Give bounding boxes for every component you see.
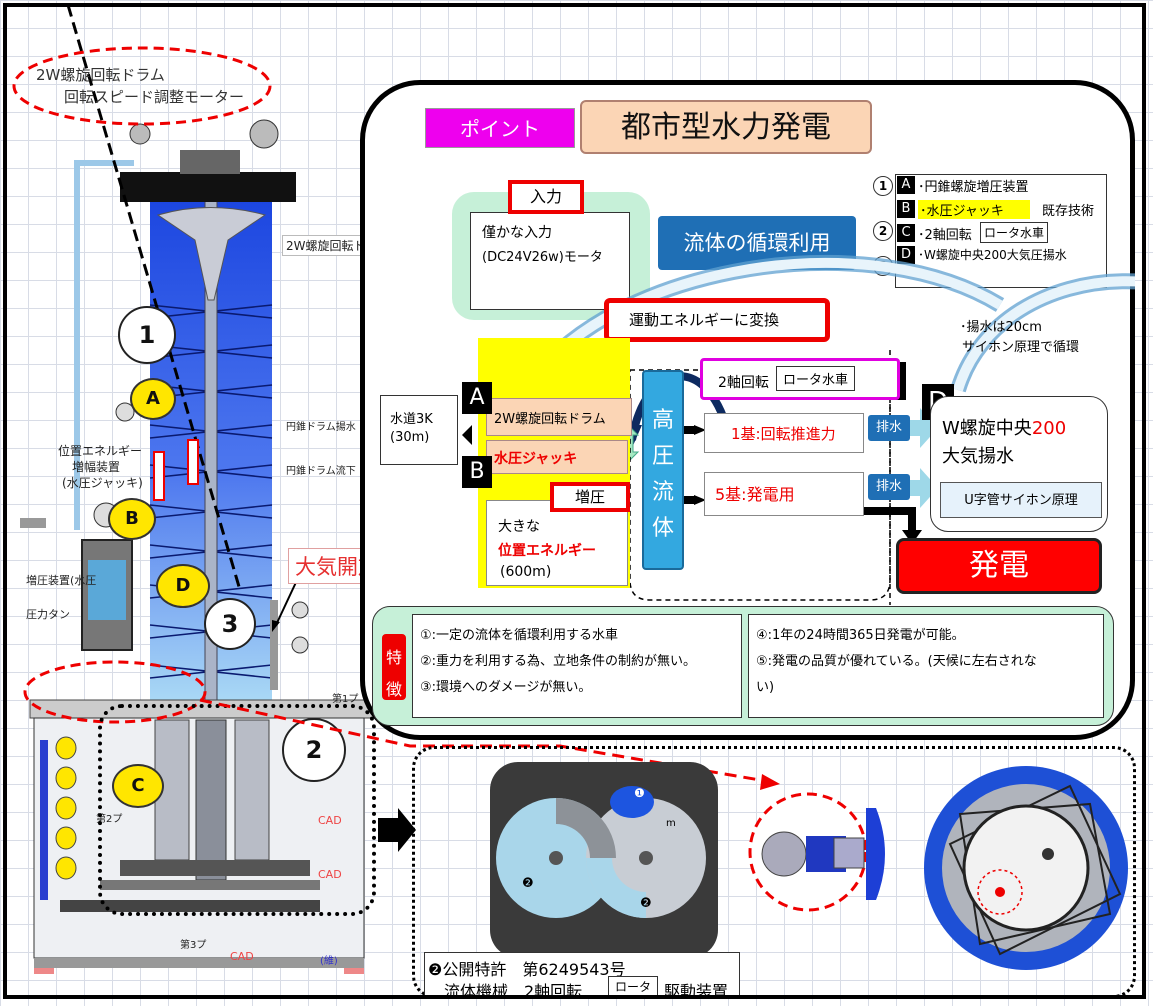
pressure-tag: 増圧: [550, 482, 630, 512]
hp-char-3: 流: [652, 480, 675, 505]
rotor-m: m: [666, 818, 676, 829]
legend-extra-c: ロータ水車: [980, 222, 1049, 243]
w-spiral-text: W螺旋中央: [942, 418, 1032, 439]
marker-b: B: [108, 498, 156, 540]
legend-num-2: 2: [873, 221, 893, 241]
marker-c: C: [112, 764, 164, 808]
siphon-note-1: ･揚水は20cm: [960, 320, 1042, 335]
big-energy-3: (600m): [500, 564, 552, 580]
feature-5-cont: い): [756, 680, 775, 695]
cad-label-1: CAD: [318, 814, 342, 827]
jack-box-label: 水圧ジャッキ: [494, 451, 578, 467]
drum-box-label: 2W螺旋回転ドラム: [494, 412, 606, 427]
pump-label-1: 増圧装置(水圧: [26, 574, 97, 587]
base-label-kei: (維): [320, 956, 338, 967]
siphon-box: U字管サイホン原理: [940, 482, 1102, 518]
legend-letter-d: D: [897, 246, 915, 264]
input-inner: [470, 212, 630, 310]
cad-label-3: CAD: [230, 950, 254, 963]
legend-num-1: 1: [873, 176, 893, 196]
rotor-n1: ❶: [634, 786, 645, 800]
rotor-n2b: ❷: [640, 896, 652, 911]
motor-label-line2: 回転スピード調整モーター: [64, 88, 245, 106]
feature-5: ⑤:発電の品質が優れている。(天候に左右されな: [756, 654, 1037, 669]
rotor-n2a: ❷: [522, 876, 534, 891]
w-spiral-num: 200: [1031, 418, 1067, 439]
water-main-box: [380, 395, 458, 465]
features-tag-1: 特: [385, 648, 402, 667]
cylinder-closeup: [748, 792, 885, 912]
marker-d: D: [156, 564, 210, 608]
marker-3: 3: [204, 598, 256, 650]
drive-highlight: [98, 704, 376, 916]
legend-text-c: ･2軸回転: [918, 228, 972, 243]
drain-1: 排水: [868, 415, 910, 441]
drum-right-label-1: 円錐ドラム揚水: [286, 422, 356, 433]
feature-2: ②:重力を利用する為、立地条件の制約が無い。: [420, 654, 697, 669]
features-tag: 特 徴: [382, 634, 406, 700]
features-tag-2: 徴: [385, 680, 402, 699]
convert-box: 運動エネルギーに変換: [604, 298, 830, 342]
hp-char-4: 体: [652, 516, 675, 541]
marker-1: 1: [118, 306, 176, 364]
drum-box: [486, 398, 632, 436]
outer-frame: [3, 3, 1146, 999]
feature-3: ③:環境へのダメージが無い。: [420, 680, 592, 695]
point-tag: ポイント: [425, 108, 575, 148]
side-label-1: 位置エネルギー: [58, 444, 143, 458]
big-energy-1: 大きな: [498, 519, 540, 535]
features-right: [748, 614, 1104, 718]
patent-line-1: ❷公開特許 第6249543号: [428, 960, 626, 979]
legend-letter-b: B: [897, 200, 915, 218]
hp-char-1: 高: [652, 408, 675, 433]
rotor-label-1: 2軸回転: [718, 375, 769, 391]
rotor-figure: [490, 762, 718, 958]
input-text-2: (DC24V26w)モータ: [482, 250, 603, 265]
drum-right-label-2: 円錐ドラム流下: [286, 466, 356, 477]
side-label-2: 増幅装置: [72, 460, 121, 474]
letter-a: A: [462, 382, 492, 414]
water-main-1: 水道3K: [390, 412, 433, 427]
water-main-2: (30m): [390, 430, 430, 445]
side-label-3: (水圧ジャッキ): [62, 476, 143, 490]
siphon-note-2: サイホン原理で循環: [962, 340, 1080, 355]
input-text-1: 僅かな入力: [482, 225, 552, 241]
base-label-2: 第2プ: [96, 814, 123, 825]
base-label-3: 第3プ: [180, 940, 207, 951]
marker-a: A: [130, 378, 176, 420]
high-pressure-fluid: [642, 370, 684, 570]
w-spiral-2: 大気揚水: [942, 446, 1014, 467]
panel-title: 都市型水力発電: [580, 100, 872, 154]
patent-rotor: ロータ: [608, 976, 659, 997]
big-energy-2: 位置エネルギー: [498, 543, 596, 559]
unit-1-box: 1基:回転推進力: [704, 413, 864, 453]
w-spiral-1: W螺旋中央200: [942, 414, 1066, 440]
jack-box: [486, 440, 628, 474]
legend-letter-a: A: [897, 176, 915, 194]
marker-2: 2: [282, 718, 346, 782]
rotor-label-2: ロータ水車: [776, 366, 856, 391]
legend-text-b: ･水圧ジャッキ: [918, 200, 1030, 219]
base-label-1: 第1プ: [332, 694, 359, 705]
features-left: [412, 614, 742, 718]
pump-label-2: 圧力タン: [26, 608, 70, 621]
letter-b: B: [462, 456, 492, 488]
input-tag: 入力: [508, 180, 584, 214]
legend-text-d: ･W螺旋中央200大気圧揚水: [918, 248, 1067, 262]
unit-5-box: 5基:発電用: [704, 472, 864, 516]
legend-letter-c: C: [897, 224, 915, 242]
motor-label-line1: 2W螺旋回転ドラム: [36, 66, 165, 84]
feature-1: ①:一定の流体を循環利用する水車: [420, 628, 619, 643]
power-box: 発電: [896, 538, 1102, 594]
cad-label-2: CAD: [318, 868, 342, 881]
patent-box: [424, 952, 740, 998]
legend-text-a: ･円錐螺旋増圧装置: [918, 180, 1029, 195]
drain-2: 排水: [868, 474, 910, 500]
rotor-top-view: [924, 766, 1128, 970]
legend-extra-b: 既存技術: [1042, 204, 1095, 219]
big-energy-box: [486, 500, 628, 586]
feature-4: ④:1年の24時間365日発電が可能。: [756, 628, 965, 643]
hp-char-2: 圧: [652, 444, 675, 469]
